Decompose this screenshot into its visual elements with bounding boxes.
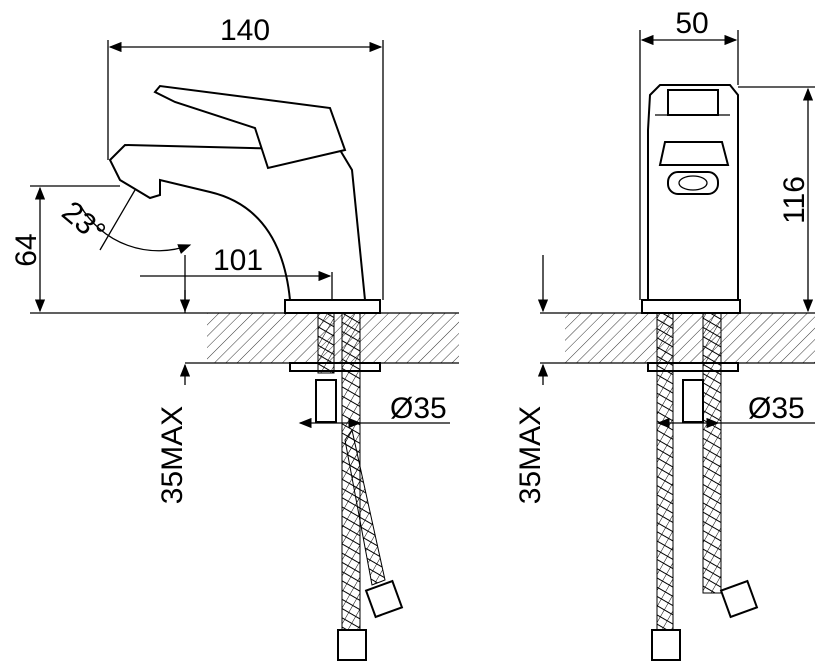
width-dimension-label: 140 (220, 14, 270, 47)
faucet-body (108, 143, 367, 301)
reach-dimension-label: 101 (213, 244, 263, 277)
max-thickness-label: 35MAX (514, 406, 547, 504)
nut (315, 379, 337, 423)
max-thickness-label: 35MAX (156, 406, 189, 504)
mounting-rod (317, 312, 335, 374)
supply-hose-2 (344, 428, 386, 586)
faucet-base (641, 299, 741, 314)
countertop-section (565, 313, 815, 363)
diameter-label: Ø35 (748, 392, 805, 425)
faucet-base (284, 299, 381, 314)
angle-dimension-label: 23° (56, 195, 112, 249)
diameter-label: Ø35 (390, 392, 447, 425)
height-dimension-label: 116 (778, 176, 811, 224)
side-view: 140 64 23° 101 Ø35 35MAX (10, 14, 459, 661)
height-dimension-label: 64 (10, 233, 43, 266)
faucet-lever (153, 84, 347, 170)
front-view: 50 116 Ø35 35MAX (514, 7, 815, 661)
width-dimension-label: 50 (675, 7, 708, 40)
